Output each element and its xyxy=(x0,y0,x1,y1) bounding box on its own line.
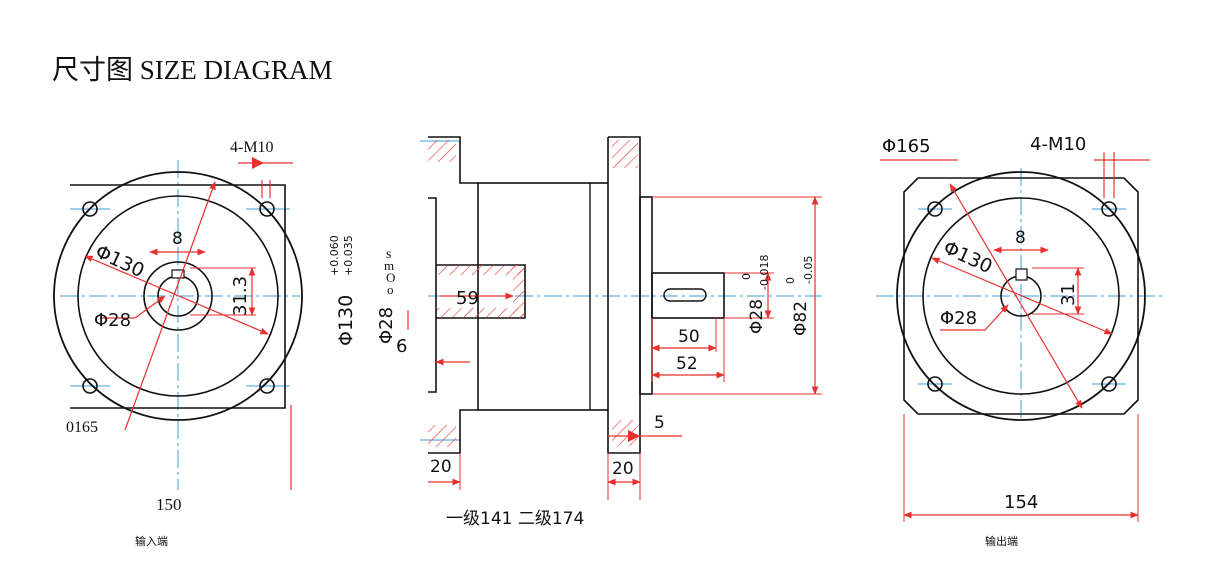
side-flange-left-label: 20 xyxy=(430,457,452,477)
bolt-hole xyxy=(259,201,275,217)
side-spigot-tol-upper: 0 xyxy=(784,277,797,284)
side-pilot-label: Φ130 xyxy=(335,295,357,346)
bolt-hole xyxy=(927,201,943,217)
output-view-caption: 输出端 xyxy=(985,535,1018,548)
input-bore-label: Φ28 xyxy=(94,310,131,331)
side-total-len-label: 一级141 二级174 xyxy=(446,509,584,529)
bolt-hole xyxy=(1101,201,1117,217)
side-input-depth-label: 59 xyxy=(456,288,479,309)
stray-o2: o xyxy=(387,282,394,297)
side-shaft-len-label: 52 xyxy=(676,354,698,374)
input-key-height-label: 31.3 xyxy=(230,276,251,316)
side-flange-right-label: 20 xyxy=(612,459,634,479)
input-view: 4-M10 8 Φ130 31.3 Φ28 0165 150 xyxy=(53,139,303,514)
output-pcd-label: Φ165 xyxy=(882,136,931,157)
input-pcd-label: Φ130 xyxy=(92,241,148,283)
page-title: 尺寸图 SIZE DIAGRAM xyxy=(52,55,333,85)
stray-m: m xyxy=(384,258,394,273)
input-outer-label: 0165 xyxy=(66,419,98,436)
side-key-len-label: 50 xyxy=(678,327,700,347)
output-bolt-label: 4-M10 xyxy=(1030,134,1086,155)
input-view-caption: 输入端 xyxy=(135,535,168,548)
output-bore-label: Φ28 xyxy=(940,308,977,329)
stray-s: s xyxy=(386,247,391,262)
side-shaft-tol-lower: -0.018 xyxy=(758,255,771,290)
side-spigot-tol-lower: -0.05 xyxy=(802,256,815,284)
bolt-hole xyxy=(82,378,98,394)
bolt-hole xyxy=(1101,376,1117,392)
output-key-width-label: 8 xyxy=(1015,228,1026,248)
input-bolt-label: 4-M10 xyxy=(230,139,274,156)
side-shaft-dia-label: Φ28 xyxy=(747,299,767,334)
bolt-hole xyxy=(82,201,98,217)
bolt-hole xyxy=(259,378,275,394)
side-pilot-tol-lower: +0.035 xyxy=(342,235,355,276)
output-circle-label: Φ130 xyxy=(940,237,996,279)
bolt-hole xyxy=(927,376,943,392)
side-spigot-dia-label: Φ82 xyxy=(791,301,811,336)
input-width-label: 150 xyxy=(156,495,182,514)
output-key-height-label: 31 xyxy=(1058,283,1079,306)
stray-o1: O xyxy=(386,270,395,285)
side-input-bore-label: Φ28 xyxy=(376,307,397,344)
side-pilot-tol-upper: +0.060 xyxy=(328,235,341,276)
side-view: Φ130 +0.060 +0.035 s m O o Φ28 6 59 Φ28 … xyxy=(328,136,822,529)
side-flange-gap-label: 5 xyxy=(654,413,665,433)
side-shaft-tol-upper: 0 xyxy=(740,273,753,280)
output-width-label: 154 xyxy=(1004,492,1038,513)
side-input-key-label: 6 xyxy=(396,336,407,357)
input-key-width-label: 8 xyxy=(172,229,183,249)
output-view: Φ165 4-M10 8 Φ130 31 Φ28 154 xyxy=(876,134,1162,522)
